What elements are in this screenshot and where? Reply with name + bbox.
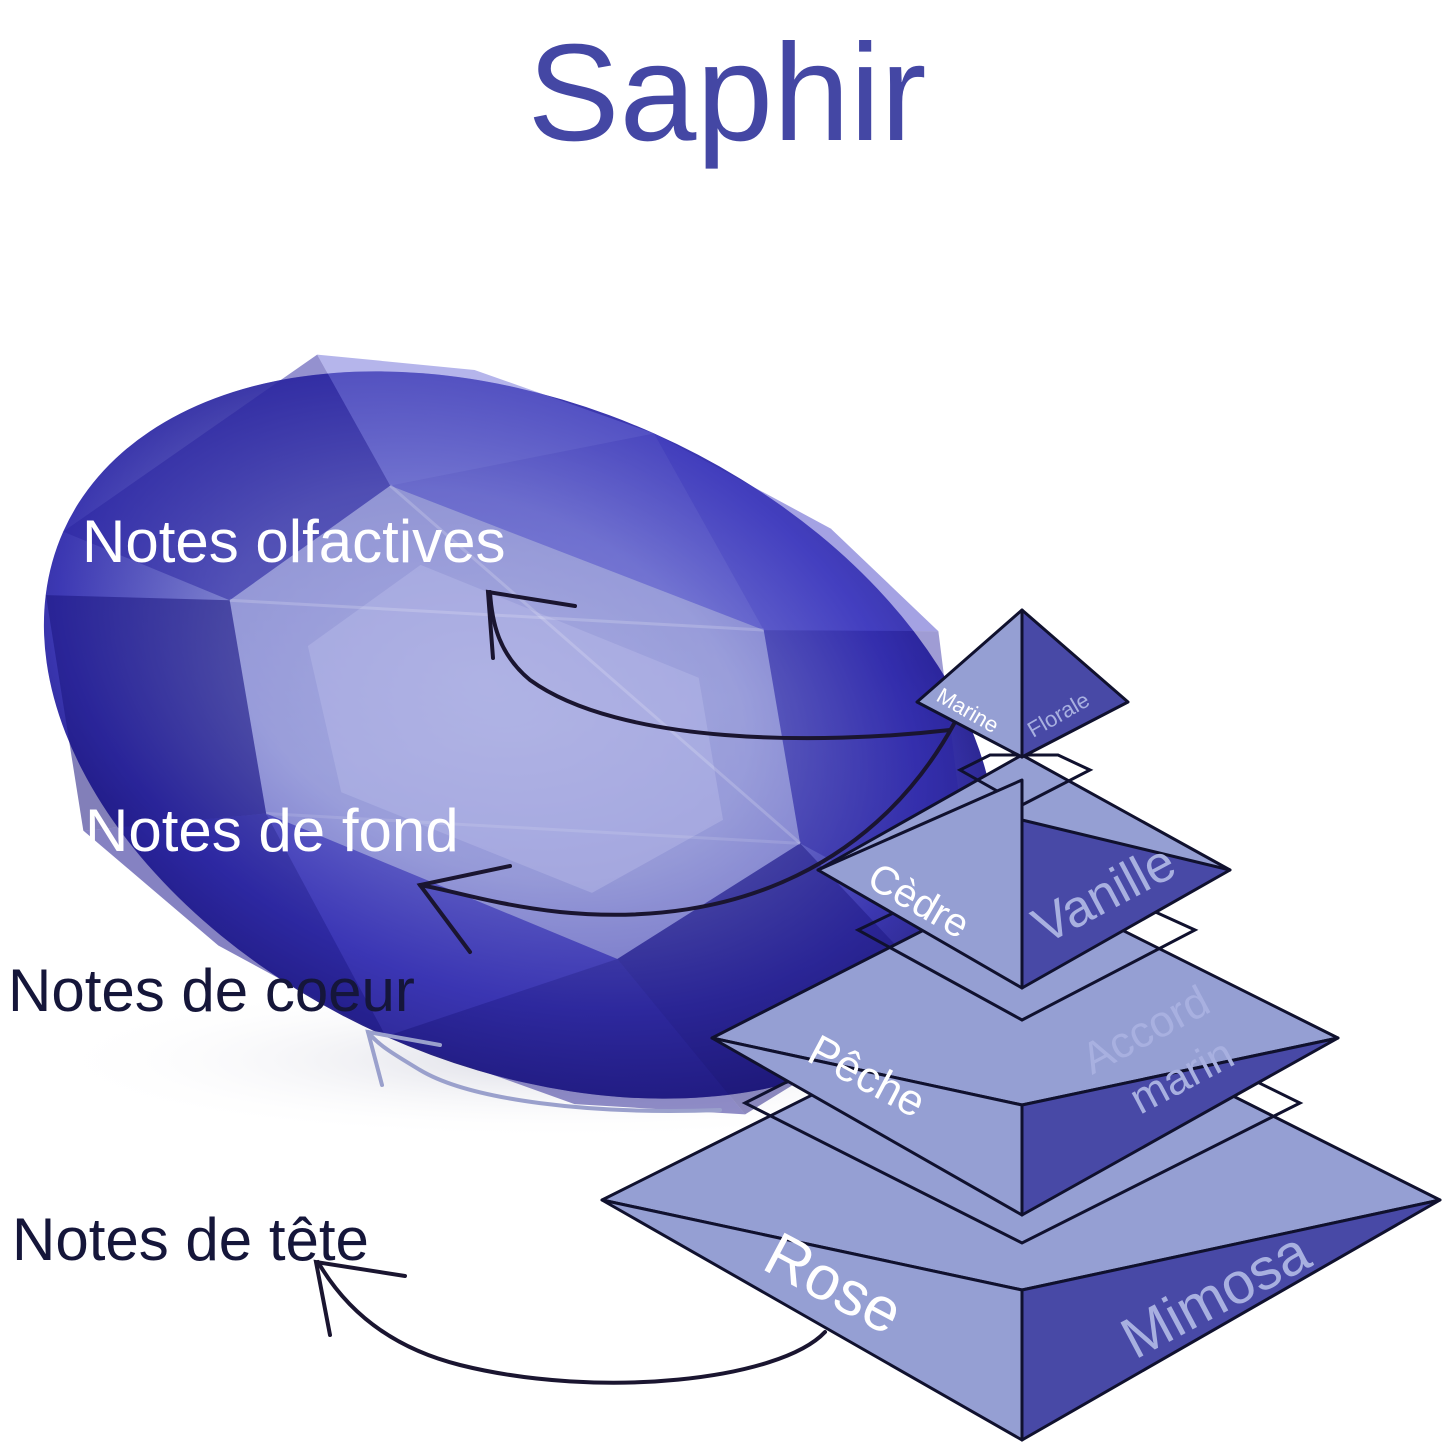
arrow-coeur-head <box>365 1029 442 1087</box>
label-notes-olfactives: Notes olfactives <box>82 508 506 575</box>
tier-top: Marine Florale <box>915 608 1130 759</box>
label-notes-de-fond: Notes de fond <box>85 797 459 864</box>
tier-fond: Cèdre Vanille <box>816 753 1232 990</box>
arrow-fond-head <box>416 864 512 954</box>
arrow-fond <box>418 720 957 917</box>
label-notes-de-coeur: Notes de coeur <box>8 957 415 1024</box>
page-title: Saphir <box>528 16 927 170</box>
arrow-olfactives <box>488 590 952 741</box>
tier-coeur: Pêche Accord marin <box>710 878 1340 1217</box>
arrow-tete <box>316 1260 827 1385</box>
arrow-tete-head <box>313 1259 407 1337</box>
arrows <box>313 589 957 1385</box>
arrow-coeur <box>366 1030 722 1113</box>
arrow-olfactives-head <box>485 589 577 660</box>
label-notes-de-tete: Notes de tête <box>12 1206 369 1273</box>
sapphire-gem-image <box>40 354 1080 1140</box>
